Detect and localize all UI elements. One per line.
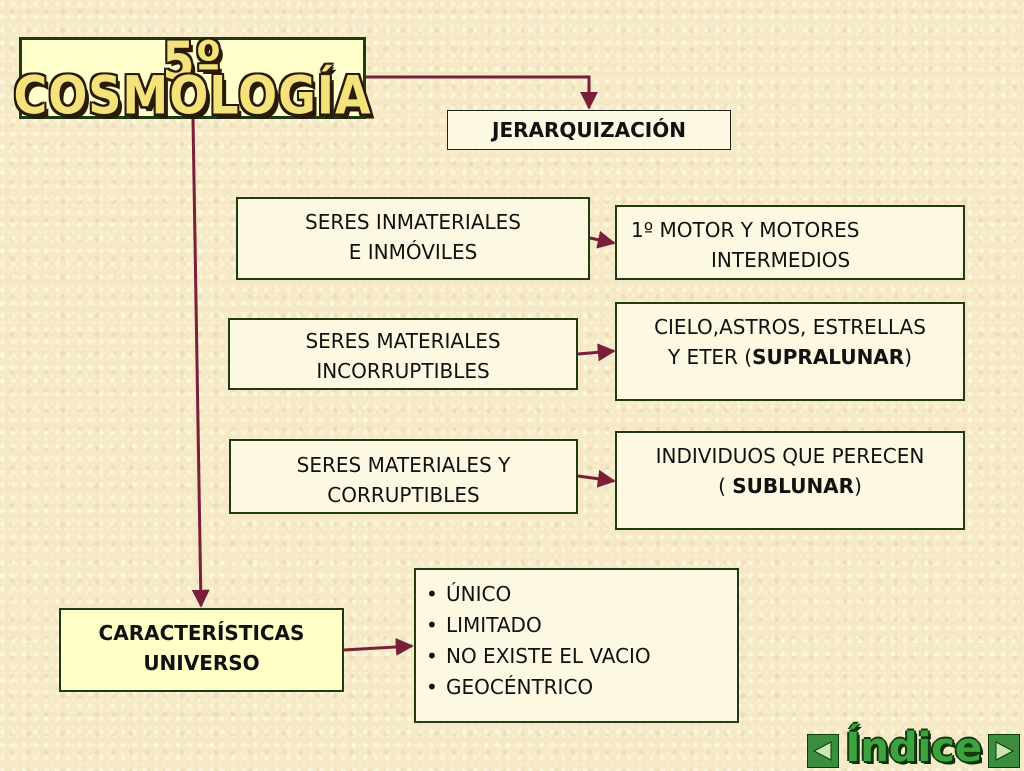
connector-incorruptibles-to-cielo bbox=[577, 343, 616, 362]
title-box: 5º COSMOLOGÍA bbox=[13, 34, 370, 121]
next-slide-button[interactable] bbox=[988, 734, 1020, 768]
jerarquizacion-box: JERARQUIZACIÓN bbox=[447, 110, 731, 150]
cielo-box: CIELO,ASTROS, ESTRELLAS Y ETER (SUPRALUN… bbox=[615, 302, 965, 401]
page-title: 5º COSMOLOGÍA bbox=[13, 29, 372, 127]
connector-caracteristicas-to-list bbox=[343, 637, 414, 656]
sublunar-label: SUBLUNAR bbox=[732, 474, 855, 498]
inmateriales-line-1: SERES INMATERIALES bbox=[305, 210, 521, 234]
list-item-text: LIMITADO bbox=[446, 613, 542, 637]
individuos-line-2-post: ) bbox=[854, 474, 862, 498]
connector-title-to-caracteristicas bbox=[191, 118, 210, 608]
connector-title-to-jerarquizacion bbox=[366, 75, 598, 110]
connector-corruptibles-to-individuos bbox=[577, 469, 616, 488]
cielo-line-2-post: ) bbox=[904, 345, 912, 369]
inmateriales-box: SERES INMATERIALES E INMÓVILES bbox=[236, 197, 590, 280]
bullet-icon: • bbox=[426, 613, 438, 637]
incorruptibles-line-2: INCORRUPTIBLES bbox=[316, 359, 490, 383]
corruptibles-line-1: SERES MATERIALES Y bbox=[296, 453, 511, 477]
inmateriales-line-2: E INMÓVILES bbox=[348, 240, 478, 264]
motor-box: 1º MOTOR Y MOTORES INTERMEDIOS bbox=[615, 205, 965, 280]
index-link[interactable]: Índice bbox=[845, 725, 982, 771]
list-item: • LIMITADO bbox=[426, 610, 737, 641]
individuos-line-2: ( SUBLUNAR) bbox=[617, 471, 963, 501]
list-item-text: NO EXISTE EL VACIO bbox=[446, 644, 651, 668]
bullet-icon: • bbox=[426, 675, 438, 699]
caracteristicas-box: CARACTERÍSTICAS UNIVERSO bbox=[59, 608, 344, 692]
corruptibles-box: SERES MATERIALES Y CORRUPTIBLES bbox=[229, 439, 578, 514]
individuos-line-1: INDIVIDUOS QUE PERECEN bbox=[655, 444, 925, 468]
cielo-line-2-pre: Y ETER ( bbox=[667, 345, 753, 369]
list-item: • NO EXISTE EL VACIO bbox=[426, 641, 737, 672]
cielo-line-2: Y ETER (SUPRALUNAR) bbox=[617, 342, 963, 372]
motor-line-1: 1º MOTOR Y MOTORES bbox=[631, 218, 860, 242]
caracteristicas-line-1: CARACTERÍSTICAS bbox=[98, 621, 305, 645]
bullet-icon: • bbox=[426, 582, 438, 606]
individuos-box: INDIVIDUOS QUE PERECEN ( SUBLUNAR) bbox=[615, 431, 965, 530]
incorruptibles-box: SERES MATERIALES INCORRUPTIBLES bbox=[228, 318, 578, 390]
corruptibles-line-2: CORRUPTIBLES bbox=[327, 483, 480, 507]
triangle-right-icon bbox=[995, 741, 1015, 761]
connector-inmateriales-to-motor bbox=[589, 230, 616, 249]
list-item: • GEOCÉNTRICO bbox=[426, 672, 737, 703]
list-item: • ÚNICO bbox=[426, 579, 737, 610]
cielo-line-1: CIELO,ASTROS, ESTRELLAS bbox=[654, 315, 926, 339]
characteristics-list: • ÚNICO • LIMITADO • NO EXISTE EL VACIO • GE… bbox=[414, 568, 739, 723]
supralunar-label: SUPRALUNAR bbox=[752, 345, 905, 369]
incorruptibles-line-1: SERES MATERIALES bbox=[305, 329, 501, 353]
individuos-line-2-pre: ( bbox=[718, 474, 733, 498]
triangle-left-icon bbox=[813, 741, 832, 761]
prev-slide-button[interactable] bbox=[807, 734, 840, 768]
navigation-bar: Índice bbox=[807, 728, 1020, 768]
list-item-text: ÚNICO bbox=[446, 582, 512, 606]
motor-line-2: INTERMEDIOS bbox=[711, 248, 851, 272]
caracteristicas-line-2: UNIVERSO bbox=[143, 651, 260, 675]
bullet-icon: • bbox=[426, 644, 438, 668]
list-item-text: GEOCÉNTRICO bbox=[446, 675, 594, 699]
